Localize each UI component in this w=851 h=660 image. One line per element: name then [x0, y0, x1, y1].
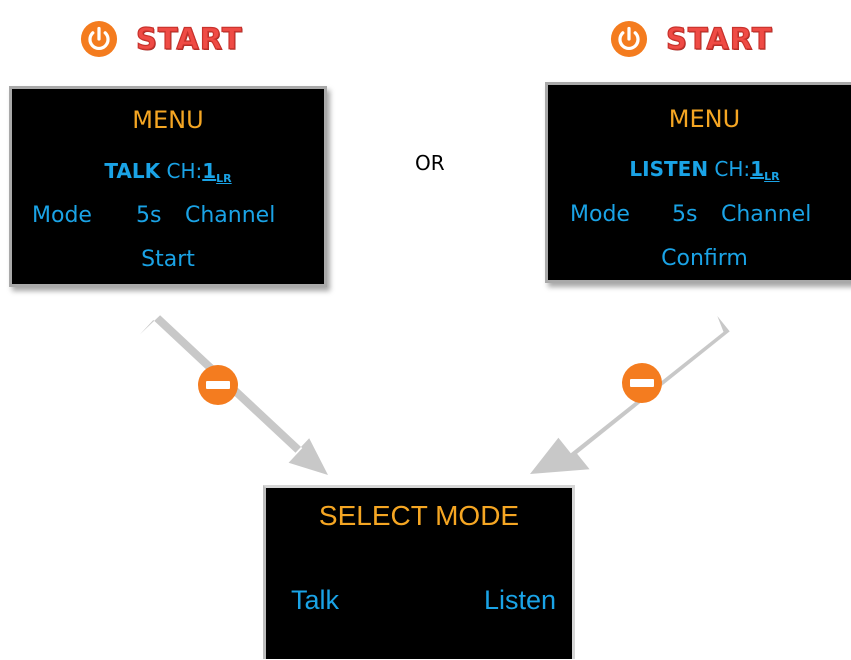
mode-label: Mode [32, 203, 92, 228]
mode-channel-line: LISTEN CH:1LR [548, 157, 851, 183]
start-label: START [135, 21, 243, 56]
action-label: Confirm [661, 246, 748, 271]
hold-time-label: 5s [136, 203, 162, 228]
mode-label: Mode [570, 202, 630, 227]
channel-label: Channel [185, 203, 276, 228]
action-label: Start [141, 247, 195, 272]
channel-prefix: CH: [166, 159, 203, 183]
channel-suffix: LR [764, 170, 780, 183]
menu-title: MENU [132, 106, 204, 134]
minus-circle-icon [622, 363, 662, 403]
right-arrow-icon [530, 316, 730, 474]
right-start-header: START [610, 14, 773, 64]
select-mode-title: SELECT MODE [318, 500, 520, 531]
channel-label: Channel [721, 202, 812, 227]
left-start-header: START [80, 14, 243, 64]
channel-suffix: LR [216, 172, 232, 185]
channel-prefix: CH: [714, 157, 751, 181]
listen-option[interactable]: Listen [483, 585, 556, 615]
menu-title: MENU [668, 105, 741, 133]
hold-time-label: 5s [672, 202, 698, 227]
select-mode-screen: SELECT MODE Talk Listen [263, 485, 575, 659]
left-menu-screen: MENU TALK CH:1LR Mode 5s Channel Start [9, 86, 327, 287]
mode-word: TALK [104, 159, 161, 183]
right-menu-screen: MENU LISTEN CH:1LR Mode 5s Channel Confi… [545, 82, 851, 283]
talk-option[interactable]: Talk [291, 585, 340, 615]
power-icon [610, 20, 648, 58]
channel-number: 1 [202, 159, 217, 183]
or-label: OR [415, 151, 445, 175]
mode-channel-line: TALK CH:1LR [12, 159, 324, 185]
mode-word: LISTEN [629, 157, 709, 181]
power-icon [80, 20, 118, 58]
channel-number: 1 [750, 157, 765, 181]
start-label: START [665, 21, 773, 56]
minus-circle-icon [198, 365, 238, 405]
